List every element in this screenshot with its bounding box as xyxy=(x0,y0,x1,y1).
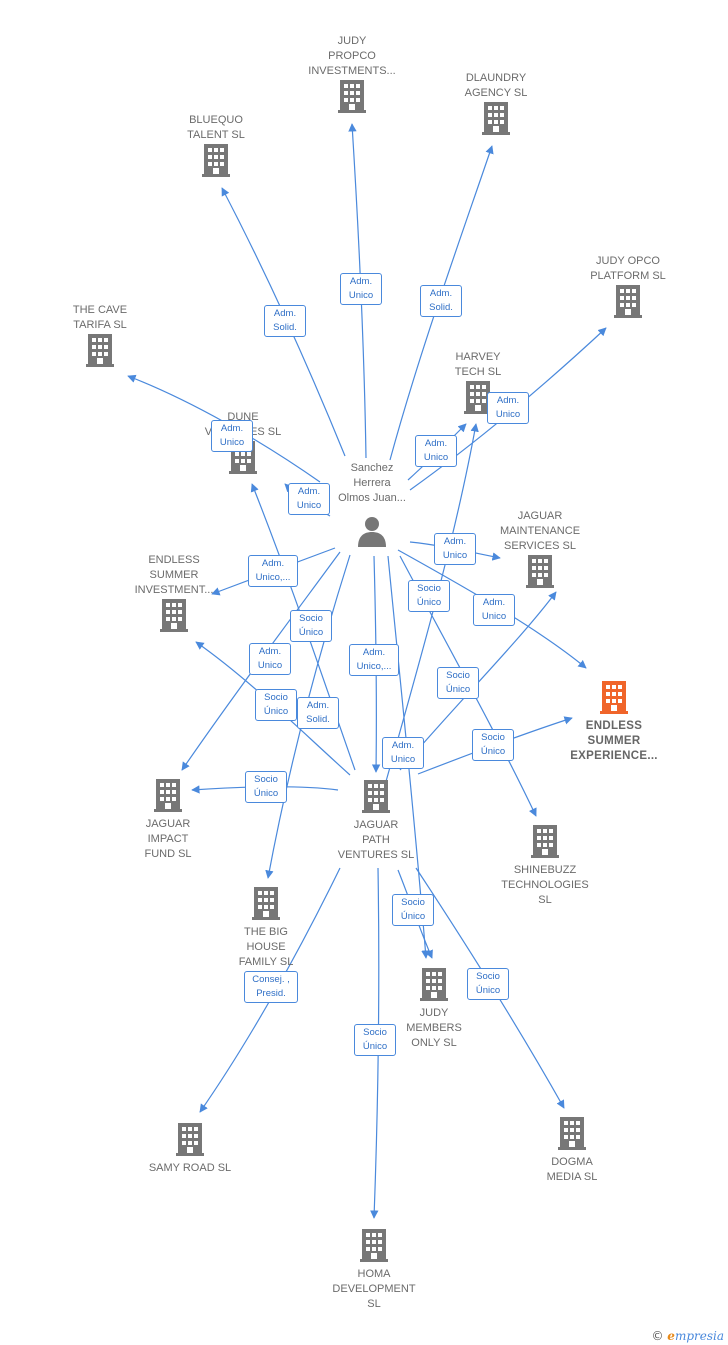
person-icon xyxy=(358,517,386,547)
edge-label-jaguar-impact[interactable]: Adm. Unico xyxy=(249,643,291,675)
edge-label-path-dogma[interactable]: Socio Único xyxy=(467,968,509,1000)
company-label: SAMY ROAD SL xyxy=(148,1162,232,1174)
edge-label-dune[interactable]: Adm. Unico xyxy=(288,483,330,515)
company-label: HARVEY TECH SL xyxy=(454,351,502,378)
company-samy-road[interactable]: SAMY ROAD SL xyxy=(135,1122,245,1176)
company-label: HOMA DEVELOPMENT SL xyxy=(332,1268,416,1310)
empresia-logo: © empresia xyxy=(651,1329,724,1343)
company-jaguar-maintenance[interactable]: JAGUAR MAINTENANCE SERVICES SL xyxy=(485,509,595,593)
building-icon xyxy=(614,285,642,318)
company-label: ENDLESS SUMMER EXPERIENCE... xyxy=(570,720,658,762)
edge-label-endless-exp[interactable]: Adm. Unico xyxy=(473,594,515,626)
company-label: JUDY OPCO PLATFORM SL xyxy=(590,255,666,282)
copyright-symbol: © xyxy=(651,1329,664,1343)
company-label: JUDY PROPCO INVESTMENTS... xyxy=(308,35,396,77)
company-label: JAGUAR MAINTENANCE SERVICES SL xyxy=(499,510,581,552)
company-bluequo[interactable]: BLUEQUO TALENT SL xyxy=(161,113,271,182)
company-harvey-tech[interactable]: HARVEY TECH SL xyxy=(423,350,533,419)
building-icon xyxy=(160,599,188,632)
edge-label-path-jaguar-impact[interactable]: Socio Único xyxy=(245,771,287,803)
edge-label-path-judy-members-adm[interactable]: Adm. Unico xyxy=(382,737,424,769)
brand-initial: e xyxy=(667,1329,675,1343)
edge-label-path-samy[interactable]: Consej. , Presid. xyxy=(244,971,298,1003)
edge-label-path-endless-exp[interactable]: Socio Único xyxy=(472,729,514,761)
company-label: THE CAVE TARIFA SL xyxy=(72,304,128,331)
company-the-big-house[interactable]: THE BIG HOUSE FAMILY SL xyxy=(211,886,321,970)
company-judy-opco[interactable]: JUDY OPCO PLATFORM SL xyxy=(573,254,683,323)
company-jaguar-impact-fund[interactable]: JAGUAR IMPACT FUND SL xyxy=(113,778,223,862)
building-icon xyxy=(531,825,559,858)
building-icon xyxy=(338,80,366,113)
company-shinebuzz[interactable]: SHINEBUZZ TECHNOLOGIES SL xyxy=(490,824,600,908)
company-the-cave[interactable]: THE CAVE TARIFA SL xyxy=(45,303,155,372)
building-icon xyxy=(600,681,628,714)
edge-label-harvey[interactable]: Adm. Unico xyxy=(415,435,457,467)
company-label: BLUEQUO TALENT SL xyxy=(187,114,245,141)
building-icon xyxy=(176,1123,204,1156)
edge-label-path-judy-members[interactable]: Socio Único xyxy=(392,894,434,926)
edge-label-bluequo[interactable]: Adm. Solid. xyxy=(264,305,306,337)
edge-label-the-cave[interactable]: Adm. Unico xyxy=(211,420,253,452)
company-label: JAGUAR IMPACT FUND SL xyxy=(144,818,192,860)
building-icon xyxy=(154,779,182,812)
company-label: JUDY MEMBERS ONLY SL xyxy=(406,1007,462,1049)
company-label: ENDLESS SUMMER INVESTMENT... xyxy=(134,554,214,596)
company-dlaundry[interactable]: DLAUNDRY AGENCY SL xyxy=(441,71,551,140)
building-icon xyxy=(360,1229,388,1262)
company-label: DOGMA MEDIA SL xyxy=(546,1156,598,1183)
brand-name: mpresia xyxy=(674,1329,724,1343)
person-node[interactable]: Sanchez Herrera Olmos Juan... xyxy=(322,461,422,553)
company-label: THE BIG HOUSE FAMILY SL xyxy=(238,926,294,968)
edge-label-socio-jaguar-maint[interactable]: Socio Único xyxy=(437,667,479,699)
building-icon xyxy=(558,1117,586,1150)
company-dogma-media[interactable]: DOGMA MEDIA SL xyxy=(517,1116,627,1185)
company-label: JAGUAR PATH VENTURES SL xyxy=(337,819,415,861)
building-icon xyxy=(362,780,390,813)
building-icon xyxy=(464,381,492,414)
edge-label-judy-opco[interactable]: Adm. Unico xyxy=(487,392,529,424)
building-icon xyxy=(526,555,554,588)
company-homa-development[interactable]: HOMA DEVELOPMENT SL xyxy=(319,1228,429,1312)
company-label: SHINEBUZZ TECHNOLOGIES SL xyxy=(501,864,589,906)
company-endless-summer-investment[interactable]: ENDLESS SUMMER INVESTMENT... xyxy=(119,553,229,637)
building-icon xyxy=(202,144,230,177)
company-judy-propco[interactable]: JUDY PROPCO INVESTMENTS... xyxy=(297,34,407,118)
company-jaguar-path-ventures[interactable]: JAGUAR PATH VENTURES SL xyxy=(321,779,431,863)
edge-label-judy-propco[interactable]: Adm. Unico xyxy=(340,273,382,305)
edge-label-endless-inv[interactable]: Adm. Unico,... xyxy=(248,555,298,587)
company-judy-members-only[interactable]: JUDY MEMBERS ONLY SL xyxy=(379,967,489,1051)
edge-label-big-house[interactable]: Socio Único xyxy=(255,689,297,721)
edge-label-dlaundry[interactable]: Adm. Solid. xyxy=(420,285,462,317)
edge-label-jaguar-maint[interactable]: Adm. Unico xyxy=(434,533,476,565)
company-label: DLAUNDRY AGENCY SL xyxy=(464,72,528,99)
edge-label-socio-endless-inv[interactable]: Socio Único xyxy=(290,610,332,642)
building-icon xyxy=(252,887,280,920)
edge-label-path-homa[interactable]: Socio Único xyxy=(354,1024,396,1056)
building-icon xyxy=(86,334,114,367)
building-icon xyxy=(482,102,510,135)
edge-label-jaguar-path[interactable]: Adm. Unico,... xyxy=(349,644,399,676)
company-endless-summer-experience[interactable]: ENDLESS SUMMER EXPERIENCE... xyxy=(559,680,669,764)
person-label: Sanchez Herrera Olmos Juan... xyxy=(338,462,406,504)
edge-label-adm-solid-path[interactable]: Adm. Solid. xyxy=(297,697,339,729)
building-icon xyxy=(420,968,448,1001)
edge-label-socio-harvey[interactable]: Socio Único xyxy=(408,580,450,612)
